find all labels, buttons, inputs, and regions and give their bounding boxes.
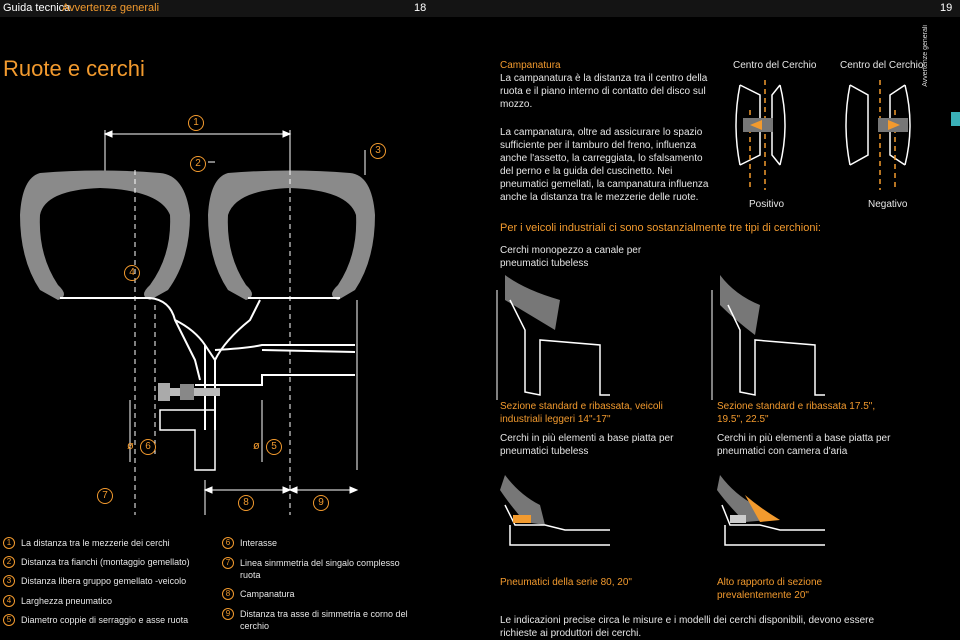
camber-intro: La campanatura è la distanza tra il cent… <box>500 73 708 110</box>
callout-2: 2 <box>190 156 206 172</box>
center-lines <box>134 170 291 515</box>
legend-number: 5 <box>3 614 15 626</box>
camber-label-negative: Negativo <box>868 199 908 210</box>
camber-label-positive: Positivo <box>749 199 785 210</box>
rim-caption-d: Alto rapporto di sezione prevalentemente… <box>717 577 823 601</box>
diameter-lines <box>129 300 358 470</box>
dimension-8-9 <box>203 480 359 515</box>
callout-1: 1 <box>188 115 204 131</box>
tyres <box>20 170 375 300</box>
callout-3: 3 <box>370 143 386 159</box>
legend-text: Distanza libera gruppo gemellato -veicol… <box>21 576 187 586</box>
guide-title: Guida tecnica <box>3 2 71 14</box>
callout-6: 6 <box>140 439 156 455</box>
legend-number: 2 <box>3 556 15 568</box>
page-title: Ruote e cerchi <box>3 56 145 81</box>
callout-9: 9 <box>313 495 329 511</box>
rim-profile-c <box>500 475 610 546</box>
rim-caption-c: Pneumatici della serie 80, 20" <box>500 577 632 588</box>
camber-body: La campanatura, oltre ad assicurare lo s… <box>500 127 709 203</box>
camber-label-center-2: Centro del Cerchio <box>840 60 924 71</box>
rim-profile-a <box>496 275 610 400</box>
camber-heading: Campanatura <box>500 60 561 71</box>
side-tab-marker[interactable] <box>951 112 960 126</box>
legend-text: Campanatura <box>240 589 295 599</box>
callout-5: 5 <box>266 439 282 455</box>
callout-4: 4 <box>124 265 140 281</box>
legend-number: 8 <box>222 588 234 600</box>
legend-number: 1 <box>3 537 15 549</box>
camber-label-center-1: Centro del Cerchio <box>733 60 817 71</box>
hub-bolt <box>158 383 220 471</box>
section-title: Avvertenze generali <box>62 2 160 14</box>
rim-types-heading: Per i veicoli industriali ci sono sostan… <box>500 222 821 234</box>
legend-number: 4 <box>3 595 15 607</box>
rim-profile-d <box>717 475 825 546</box>
legend-number: 7 <box>222 557 234 569</box>
rim-footnote: Le indicazioni precise circa le misure e… <box>500 615 875 639</box>
rim-type-2: Cerchi in più elementi a base piatta per… <box>500 433 674 457</box>
legend-text: Larghezza pneumatico <box>21 596 113 606</box>
rim-disc <box>60 297 356 430</box>
legend-text: Distanza tra fianchi (montaggio gemellat… <box>21 557 190 567</box>
diameter-symbol-5: ø <box>253 440 260 452</box>
diameter-symbol-6: ø <box>127 440 134 452</box>
rim-caption-b: Sezione standard e ribassata 17.5", 19.5… <box>717 401 876 425</box>
legend-text: Distanza tra asse di simmetria e corno d… <box>240 609 408 631</box>
legend-text: Linea sinmmetria del singalo complesso r… <box>240 558 400 580</box>
rim-caption-a: Sezione standard e ribassata, veicoli in… <box>500 401 663 425</box>
dimension-1 <box>103 130 366 175</box>
page-number-right: 19 <box>940 2 953 14</box>
page-number-left: 18 <box>414 2 427 14</box>
rim-type-1: Cerchi monopezzo a canale per pneumatici… <box>500 245 642 269</box>
legend-text: Diametro coppie di serraggio e asse ruot… <box>21 615 189 625</box>
callout-7: 7 <box>97 488 113 504</box>
camber-arrows <box>743 118 908 132</box>
legend-number: 3 <box>3 575 15 587</box>
rim-profile-b <box>711 275 825 400</box>
legend-number: 9 <box>222 608 234 620</box>
rim-type-3: Cerchi in più elementi a base piatta per… <box>717 433 891 457</box>
page-header: Guida tecnica Avvertenze generali 18 19 <box>0 0 960 17</box>
legend-text: La distanza tra le mezzerie dei cerchi <box>21 538 170 548</box>
legend-text: Interasse <box>240 538 278 548</box>
callout-8: 8 <box>238 495 254 511</box>
legend-number: 6 <box>222 537 234 549</box>
